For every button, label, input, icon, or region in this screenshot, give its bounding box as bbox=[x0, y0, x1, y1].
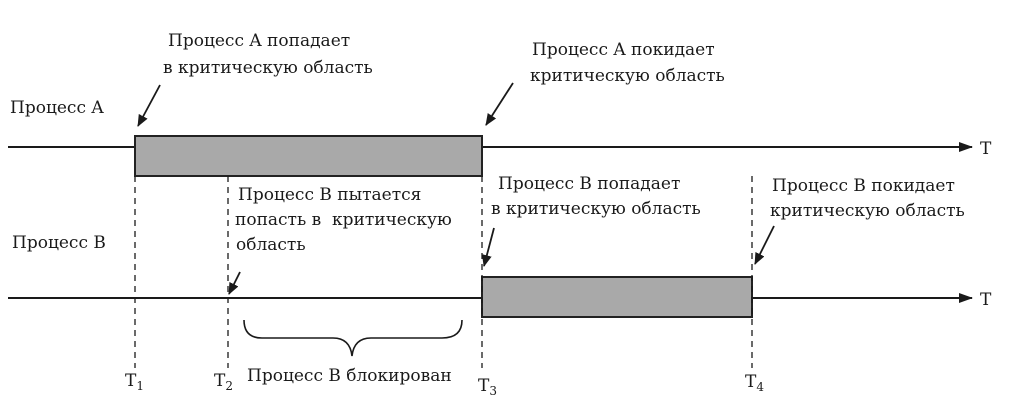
annotation-a-leaves-line-1: Процесс A покидает bbox=[532, 40, 715, 60]
process-a-label: Процесс A bbox=[10, 98, 104, 118]
process-b-label: Процесс B bbox=[12, 233, 106, 253]
arrow-a-leaves bbox=[485, 82, 514, 126]
time-mark-t4: T4 bbox=[745, 372, 764, 394]
time-mark-t1: T1 bbox=[125, 371, 144, 393]
time-mark-t3: T3 bbox=[478, 376, 497, 398]
annotation-b-leaves-line-1: Процесс B покидает bbox=[772, 176, 955, 196]
arrow-b-enters bbox=[481, 227, 495, 267]
annotation-a-enters-line-1: Процесс A попадает bbox=[168, 31, 350, 51]
annotation-b-tries-line-2: попасть в критическую bbox=[235, 210, 452, 230]
annotation-a-leaves-line-2: критическую область bbox=[530, 66, 725, 86]
annotation-b-tries-line-3: область bbox=[236, 235, 306, 255]
annotation-b-enters-line-1: Процесс B попадает bbox=[498, 174, 680, 194]
arrow-b-tries bbox=[228, 271, 241, 295]
annotation-b-tries-line-1: Процесс B пытается bbox=[238, 185, 421, 205]
annotation-b-leaves-line-2: критическую область bbox=[770, 201, 965, 221]
arrow-a-enters bbox=[137, 84, 161, 127]
axis-label-top: T bbox=[980, 139, 992, 159]
axis-label-bottom: T bbox=[980, 290, 992, 310]
annotation-b-enters-line-2: в критическую область bbox=[491, 199, 701, 219]
blocked-brace bbox=[243, 319, 463, 357]
process-a-critical-region bbox=[134, 135, 483, 177]
blocked-label: Процесс B блокирован bbox=[247, 366, 452, 386]
time-mark-t2: T2 bbox=[214, 371, 233, 393]
process-b-critical-region bbox=[481, 276, 753, 318]
annotation-a-enters-line-2: в критическую область bbox=[163, 58, 373, 78]
arrow-b-leaves bbox=[754, 225, 775, 265]
